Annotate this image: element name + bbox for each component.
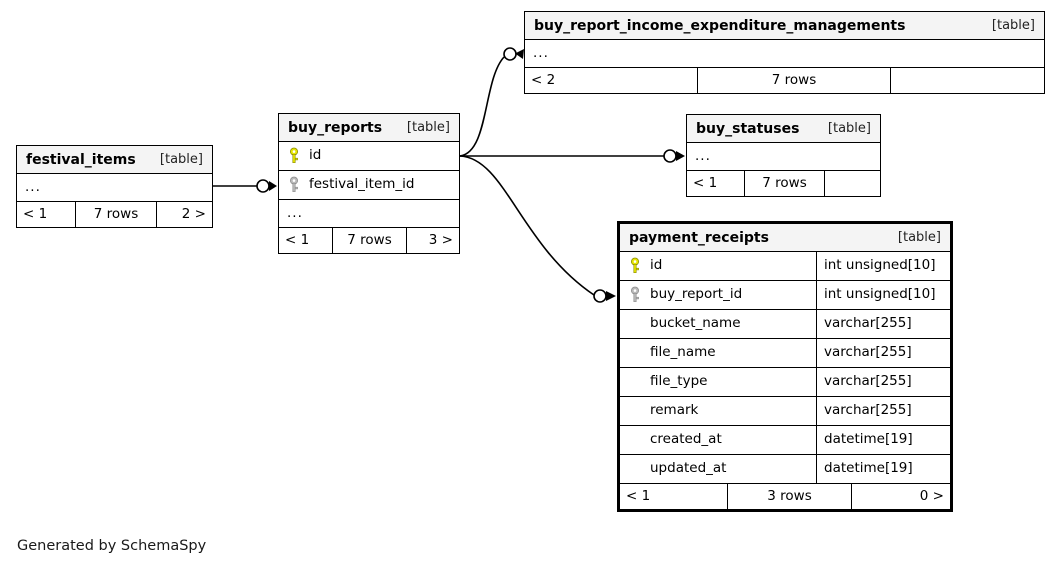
column-name: buy_report_id xyxy=(650,286,743,303)
table-header: festival_items [table] xyxy=(17,146,212,174)
table-row[interactable]: buy_report_id int unsigned[10] xyxy=(620,281,950,310)
table-footer: < 1 7 rows xyxy=(687,171,880,196)
table-row[interactable]: id xyxy=(279,142,459,171)
table-footer: < 1 7 rows 3 > xyxy=(279,228,459,253)
edge-buy-reports-income-expenditure xyxy=(459,47,524,157)
edge-buy-reports-payment-receipts xyxy=(459,155,616,303)
column-name: remark xyxy=(650,402,699,419)
table-payment-receipts[interactable]: payment_receipts [table] id int unsigned… xyxy=(617,221,953,512)
table-kind-label: [table] xyxy=(897,230,941,245)
column-cell: file_name xyxy=(620,339,816,367)
column-name: bucket_name xyxy=(650,315,741,332)
footer-parents-count: < 1 xyxy=(693,174,718,191)
table-header: buy_statuses [table] xyxy=(687,115,880,143)
column-name: id xyxy=(650,257,663,274)
column-cell: file_type xyxy=(620,368,816,396)
generated-by-caption: Generated by SchemaSpy xyxy=(17,538,207,554)
column-cell: remark xyxy=(620,397,816,425)
table-footer: < 1 7 rows 2 > xyxy=(17,202,212,227)
table-buy-reports[interactable]: buy_reports [table] id xyxy=(278,113,460,254)
edge-buy-reports-buy-statuses xyxy=(460,149,685,163)
hidden-columns-indicator: ... xyxy=(279,200,459,228)
column-cell: updated_at xyxy=(620,455,816,483)
footer-children-count: 3 > xyxy=(406,228,459,253)
table-title: buy_reports xyxy=(288,119,383,136)
footer-children-count: 0 > xyxy=(851,484,950,509)
column-type: datetime[19] xyxy=(816,455,950,483)
footer-row-count: 7 rows xyxy=(75,202,156,227)
table-title: buy_statuses xyxy=(696,120,800,137)
table-title: payment_receipts xyxy=(629,229,769,246)
column-name: festival_item_id xyxy=(309,176,415,193)
table-header: payment_receipts [table] xyxy=(620,224,950,252)
footer-children-count xyxy=(890,68,1044,93)
table-row[interactable]: updated_at datetime[19] xyxy=(620,455,950,484)
footer-parents-count: < 1 xyxy=(285,231,310,248)
footer-parents-count: < 1 xyxy=(626,487,651,504)
footer-row-count: 7 rows xyxy=(697,68,890,93)
footer-parents-count: < 1 xyxy=(23,205,48,222)
footer-children-count: 2 > xyxy=(156,202,212,227)
column-type: int unsigned[10] xyxy=(816,252,950,280)
footer-row-count: 7 rows xyxy=(744,171,824,196)
table-header: buy_report_income_expenditure_management… xyxy=(525,12,1044,40)
primary-key-icon xyxy=(290,147,298,163)
column-type: varchar[255] xyxy=(816,368,950,396)
table-header: buy_reports [table] xyxy=(279,114,459,142)
column-name: created_at xyxy=(650,431,722,448)
column-cell: festival_item_id xyxy=(279,171,459,199)
table-buy-report-income-expenditure-managements[interactable]: buy_report_income_expenditure_management… xyxy=(524,11,1045,94)
edge-festival-items-buy-reports xyxy=(213,179,277,193)
table-row[interactable]: bucket_name varchar[255] xyxy=(620,310,950,339)
table-row[interactable]: festival_item_id xyxy=(279,171,459,200)
footer-parents-count: < 2 xyxy=(531,71,556,88)
table-row[interactable]: created_at datetime[19] xyxy=(620,426,950,455)
table-row[interactable]: remark varchar[255] xyxy=(620,397,950,426)
column-cell: created_at xyxy=(620,426,816,454)
column-type: varchar[255] xyxy=(816,339,950,367)
hidden-columns-indicator: ... xyxy=(525,40,1044,68)
column-name: updated_at xyxy=(650,460,727,477)
table-row[interactable]: id int unsigned[10] xyxy=(620,252,950,281)
column-name: file_name xyxy=(650,344,716,361)
column-cell: id xyxy=(279,142,459,170)
primary-key-icon xyxy=(631,257,639,273)
column-type: int unsigned[10] xyxy=(816,281,950,309)
table-title: buy_report_income_expenditure_management… xyxy=(534,17,906,34)
table-festival-items[interactable]: festival_items [table] ... < 1 7 rows 2 … xyxy=(16,145,213,228)
hidden-columns-indicator: ... xyxy=(17,174,212,202)
column-type: datetime[19] xyxy=(816,426,950,454)
table-kind-label: [table] xyxy=(406,120,450,135)
footer-row-count: 3 rows xyxy=(727,484,851,509)
table-kind-label: [table] xyxy=(991,18,1035,33)
foreign-key-icon xyxy=(631,286,639,302)
column-name: file_type xyxy=(650,373,708,390)
column-cell: id xyxy=(620,252,816,280)
column-type: varchar[255] xyxy=(816,397,950,425)
hidden-columns-indicator: ... xyxy=(687,143,880,171)
table-footer: < 1 3 rows 0 > xyxy=(620,484,950,509)
table-kind-label: [table] xyxy=(827,121,871,136)
foreign-key-icon xyxy=(290,176,298,192)
table-title: festival_items xyxy=(26,151,136,168)
table-row[interactable]: file_type varchar[255] xyxy=(620,368,950,397)
footer-children-count xyxy=(824,171,880,196)
column-type: varchar[255] xyxy=(816,310,950,338)
footer-row-count: 7 rows xyxy=(332,228,406,253)
table-kind-label: [table] xyxy=(159,152,203,167)
table-footer: < 2 7 rows xyxy=(525,68,1044,93)
column-cell: buy_report_id xyxy=(620,281,816,309)
table-buy-statuses[interactable]: buy_statuses [table] ... < 1 7 rows xyxy=(686,114,881,197)
table-row[interactable]: file_name varchar[255] xyxy=(620,339,950,368)
column-name: id xyxy=(309,147,322,164)
column-cell: bucket_name xyxy=(620,310,816,338)
